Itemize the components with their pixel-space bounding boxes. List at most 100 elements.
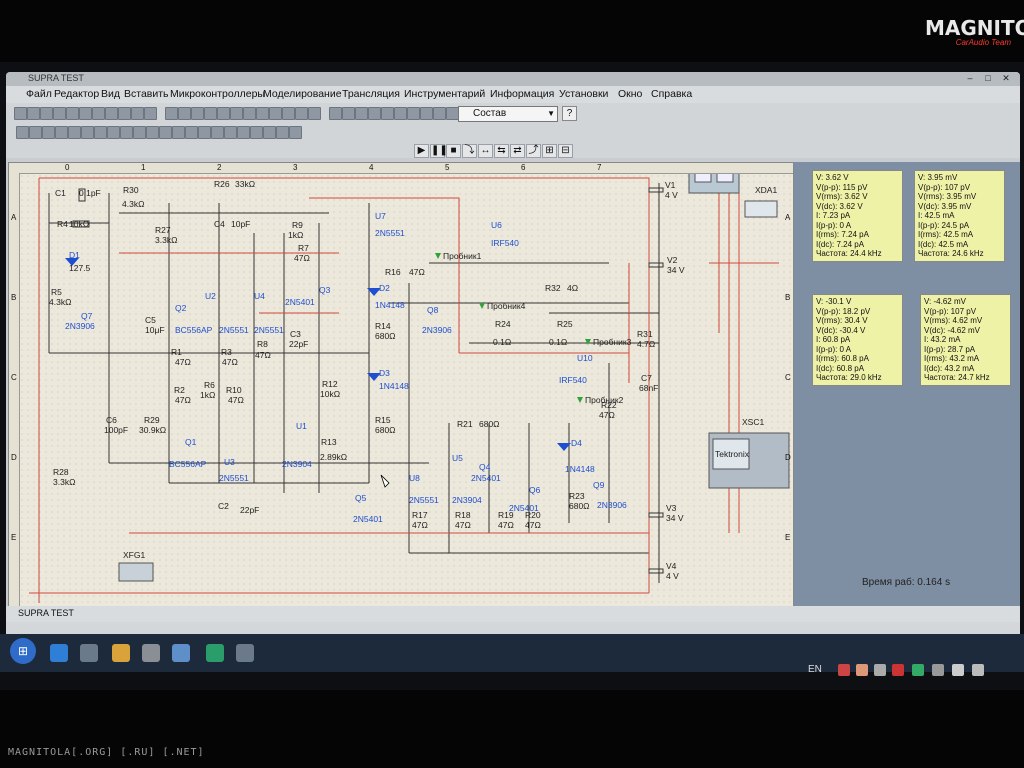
component-button-icon[interactable] xyxy=(42,126,55,139)
tool-icon[interactable] xyxy=(142,644,160,662)
close-button[interactable]: ✕ xyxy=(1002,73,1010,83)
toolbar-button-icon[interactable] xyxy=(230,107,243,120)
component-button-icon[interactable] xyxy=(120,126,133,139)
tray-icon-6[interactable] xyxy=(932,664,944,676)
sim-control-0[interactable]: ▶ xyxy=(414,144,429,158)
component-button-icon[interactable] xyxy=(159,126,172,139)
tray-icon-1[interactable] xyxy=(838,664,850,676)
toolbar-button-icon[interactable] xyxy=(394,107,407,120)
toolbar-button-icon[interactable] xyxy=(433,107,446,120)
tray-icon-4[interactable] xyxy=(892,664,904,676)
component-button-icon[interactable] xyxy=(68,126,81,139)
start-button[interactable]: ⊞ xyxy=(10,638,36,664)
probe-marker-icon[interactable] xyxy=(585,339,591,345)
component-button-icon[interactable] xyxy=(237,126,250,139)
component-button-icon[interactable] xyxy=(263,126,276,139)
toolbar-button-icon[interactable] xyxy=(256,107,269,120)
component-button-icon[interactable] xyxy=(276,126,289,139)
toolbar-button-icon[interactable] xyxy=(355,107,368,120)
help-icon[interactable]: ? xyxy=(562,106,577,121)
toolbar-button-icon[interactable] xyxy=(27,107,40,120)
tray-icon-5[interactable] xyxy=(912,664,924,676)
toolbar-button-icon[interactable] xyxy=(144,107,157,120)
component-button-icon[interactable] xyxy=(146,126,159,139)
menu-item-10[interactable]: Окно xyxy=(618,88,643,100)
menu-item-4[interactable]: Микроконтроллеры xyxy=(170,88,265,100)
component-button-icon[interactable] xyxy=(94,126,107,139)
sim-control-5[interactable]: ⇆ xyxy=(494,144,509,158)
sim-control-6[interactable]: ⇄ xyxy=(510,144,525,158)
minimize-button[interactable]: – xyxy=(967,73,973,83)
toolbar-button-icon[interactable] xyxy=(66,107,79,120)
component-button-icon[interactable] xyxy=(250,126,263,139)
maximize-button[interactable]: □ xyxy=(985,73,991,83)
toolbar-button-icon[interactable] xyxy=(282,107,295,120)
component-button-icon[interactable] xyxy=(81,126,94,139)
component-combo[interactable]: Состав ▼ xyxy=(458,106,558,122)
tab-supra-test[interactable]: SUPRA TEST xyxy=(18,608,74,618)
multisim-task-icon[interactable] xyxy=(172,644,190,662)
toolbar-button-icon[interactable] xyxy=(381,107,394,120)
toolbar-button-icon[interactable] xyxy=(131,107,144,120)
component-button-icon[interactable] xyxy=(211,126,224,139)
toolbar-button-icon[interactable] xyxy=(191,107,204,120)
toolbar-button-icon[interactable] xyxy=(407,107,420,120)
component-button-icon[interactable] xyxy=(198,126,211,139)
component-button-icon[interactable] xyxy=(55,126,68,139)
toolbar-button-icon[interactable] xyxy=(40,107,53,120)
toolbar-button-icon[interactable] xyxy=(308,107,321,120)
menu-item-1[interactable]: Редактор xyxy=(54,88,100,100)
menu-item-11[interactable]: Справка xyxy=(651,88,693,100)
toolbar-button-icon[interactable] xyxy=(420,107,433,120)
toolbar-button-icon[interactable] xyxy=(165,107,178,120)
tray-icon-7[interactable] xyxy=(952,664,964,676)
toolbar-button-icon[interactable] xyxy=(92,107,105,120)
component-button-icon[interactable] xyxy=(185,126,198,139)
sim-control-3[interactable]: ⤵ xyxy=(462,144,477,158)
toolbar-button-icon[interactable] xyxy=(269,107,282,120)
component-button-icon[interactable] xyxy=(224,126,237,139)
menu-item-6[interactable]: Трансляция xyxy=(342,88,400,100)
tray-icon-8[interactable] xyxy=(972,664,984,676)
menu-item-5[interactable]: Моделирование xyxy=(263,88,342,100)
language-indicator[interactable]: EN xyxy=(808,664,822,675)
component-button-icon[interactable] xyxy=(172,126,185,139)
toolbar-button-icon[interactable] xyxy=(14,107,27,120)
component-button-icon[interactable] xyxy=(107,126,120,139)
sim-control-9[interactable]: ⊟ xyxy=(558,144,573,158)
toolbar-button-icon[interactable] xyxy=(105,107,118,120)
toolbar-button-icon[interactable] xyxy=(368,107,381,120)
sim-control-1[interactable]: ❚❚ xyxy=(430,144,448,158)
sim-control-8[interactable]: ⊞ xyxy=(542,144,557,158)
menu-item-9[interactable]: Установки xyxy=(559,88,609,100)
menu-item-7[interactable]: Инструментарий xyxy=(404,88,486,100)
component-button-icon[interactable] xyxy=(289,126,302,139)
toolbar-button-icon[interactable] xyxy=(217,107,230,120)
menu-item-0[interactable]: Файл xyxy=(26,88,52,100)
component-button-icon[interactable] xyxy=(29,126,42,139)
menu-item-3[interactable]: Вставить xyxy=(124,88,169,100)
media-icon[interactable] xyxy=(112,644,130,662)
probe-marker-icon[interactable] xyxy=(435,253,441,259)
probe-marker-icon[interactable] xyxy=(479,303,485,309)
sim-control-7[interactable]: ⤴ xyxy=(526,144,541,158)
tray-icon-3[interactable] xyxy=(874,664,886,676)
tray-icon-2[interactable] xyxy=(856,664,868,676)
ie-icon[interactable] xyxy=(50,644,68,662)
toolbar-button-icon[interactable] xyxy=(79,107,92,120)
toolbar-button-icon[interactable] xyxy=(342,107,355,120)
app2-task-icon[interactable] xyxy=(236,644,254,662)
sim-control-2[interactable]: ■ xyxy=(446,144,461,158)
toolbar-button-icon[interactable] xyxy=(329,107,342,120)
component-button-icon[interactable] xyxy=(133,126,146,139)
menu-item-8[interactable]: Информация xyxy=(490,88,555,100)
component-button-icon[interactable] xyxy=(16,126,29,139)
menu-item-2[interactable]: Вид xyxy=(101,88,120,100)
probe-marker-icon[interactable] xyxy=(577,397,583,403)
app-task-icon[interactable] xyxy=(206,644,224,662)
toolbar-button-icon[interactable] xyxy=(118,107,131,120)
toolbar-button-icon[interactable] xyxy=(295,107,308,120)
toolbar-button-icon[interactable] xyxy=(204,107,217,120)
sim-control-4[interactable]: ↔ xyxy=(478,144,493,158)
